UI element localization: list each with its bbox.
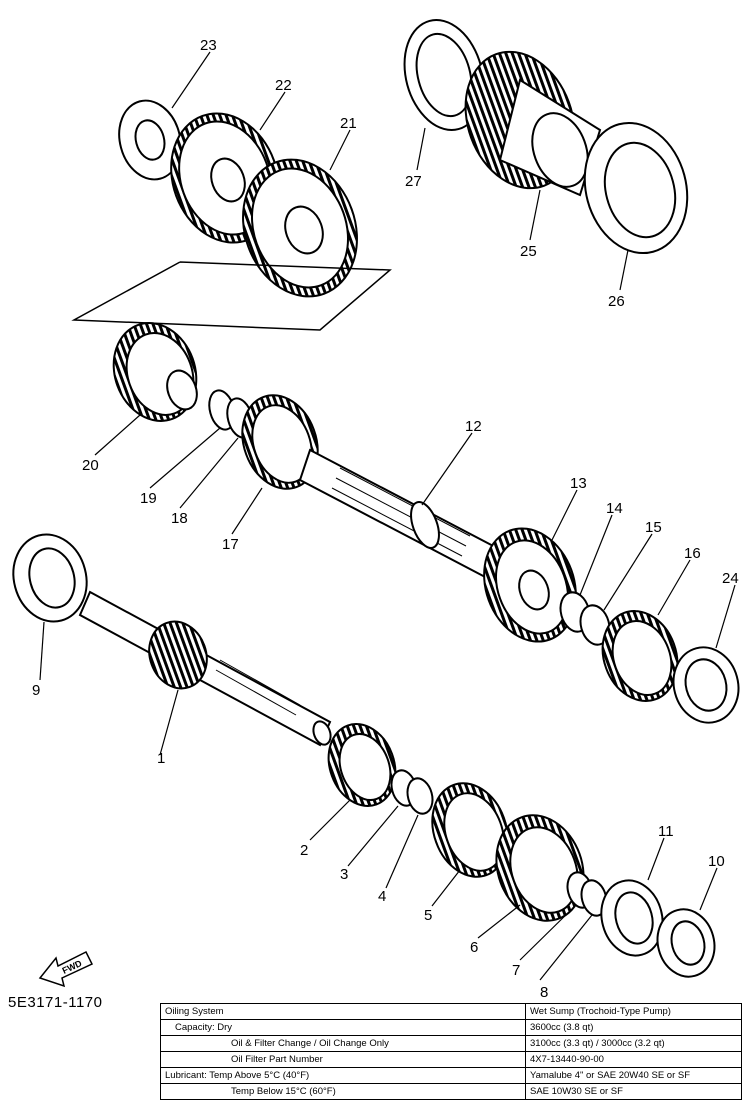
callout-12: 12 xyxy=(465,418,482,435)
gear-22 xyxy=(170,112,280,244)
circlip-4 xyxy=(406,777,434,815)
bearing-24 xyxy=(672,646,740,724)
spec-value: 3100cc (3.3 qt) / 3000cc (3.2 qt) xyxy=(525,1035,742,1052)
callout-15: 15 xyxy=(645,519,662,536)
callout-27: 27 xyxy=(405,173,422,190)
callout-1: 1 xyxy=(157,750,165,767)
callout-13: 13 xyxy=(570,475,587,492)
callout-10: 10 xyxy=(708,853,725,870)
gear-21 xyxy=(242,158,358,298)
callout-25: 25 xyxy=(520,243,537,260)
spec-value: 4X7-13440-90-00 xyxy=(525,1051,742,1068)
callout-3: 3 xyxy=(340,866,348,883)
gear-13 xyxy=(483,527,577,643)
main-axle-1 xyxy=(78,590,332,747)
callout-6: 6 xyxy=(470,939,478,956)
oil-seal-10 xyxy=(656,908,716,978)
callout-2: 2 xyxy=(300,842,308,859)
callout-5: 5 xyxy=(424,907,432,924)
diagram-code: 5E3171-1170 xyxy=(8,994,103,1011)
callout-24: 24 xyxy=(722,570,739,587)
table-row: Capacity: Dry 3600cc (3.8 qt) xyxy=(160,1019,742,1036)
spec-label: Temp Below 15°C (60°F) xyxy=(160,1083,526,1100)
leader-lines xyxy=(39,51,736,981)
spec-label: Oil Filter Part Number xyxy=(160,1051,526,1068)
callout-8: 8 xyxy=(540,984,548,1000)
transmission-exploded-diagram: 1 2 3 4 5 6 7 8 9 10 11 12 13 14 15 16 1… xyxy=(12,19,740,1000)
table-row: Lubricant: Temp Above 5°C (40°F) Yamalub… xyxy=(160,1067,742,1084)
callout-9: 9 xyxy=(32,682,40,699)
callout-7: 7 xyxy=(512,962,520,979)
bearing-26 xyxy=(583,121,689,255)
callout-20: 20 xyxy=(82,457,99,474)
spec-label: Oiling System xyxy=(160,1003,526,1020)
callout-11: 11 xyxy=(658,823,674,840)
spec-value: Wet Sump (Trochoid-Type Pump) xyxy=(525,1003,742,1020)
callout-22: 22 xyxy=(275,77,292,94)
spec-value: 3600cc (3.8 qt) xyxy=(525,1019,742,1036)
table-row: Oil & Filter Change / Oil Change Only 31… xyxy=(160,1035,742,1052)
gear-6 xyxy=(495,814,585,922)
gear-16 xyxy=(601,610,679,702)
spec-value: SAE 10W30 SE or SF xyxy=(525,1083,742,1100)
callout-19: 19 xyxy=(140,490,157,507)
fwd-arrow-icon xyxy=(38,950,94,988)
callout-16: 16 xyxy=(684,545,701,562)
spec-label: Oil & Filter Change / Oil Change Only xyxy=(160,1035,526,1052)
callout-26: 26 xyxy=(608,293,625,310)
spec-value: Yamalube 4" or SAE 20W40 SE or SF xyxy=(525,1067,742,1084)
callout-labels: 1 2 3 4 5 6 7 8 9 10 11 12 13 14 15 16 1… xyxy=(32,37,739,1000)
spec-label: Lubricant: Temp Above 5°C (40°F) xyxy=(160,1067,526,1084)
table-row: Oiling System Wet Sump (Trochoid-Type Pu… xyxy=(160,1003,742,1020)
oil-spec-table: Oiling System Wet Sump (Trochoid-Type Pu… xyxy=(160,1003,742,1100)
gear-25 xyxy=(464,50,602,197)
callout-14: 14 xyxy=(606,500,623,517)
gear-5 xyxy=(431,782,509,878)
bearing-27 xyxy=(403,19,485,131)
gear-20 xyxy=(112,322,198,422)
callout-4: 4 xyxy=(378,888,386,905)
bearing-11 xyxy=(600,879,664,957)
spec-label: Capacity: Dry xyxy=(160,1019,526,1036)
callout-18: 18 xyxy=(171,510,188,527)
gear-2 xyxy=(327,723,397,807)
callout-21: 21 xyxy=(340,115,357,132)
bearing-23 xyxy=(118,99,182,181)
gear-17 xyxy=(241,394,319,490)
bearing-9 xyxy=(12,533,88,623)
table-row: Oil Filter Part Number 4X7-13440-90-00 xyxy=(160,1051,742,1068)
callout-17: 17 xyxy=(222,536,239,553)
callout-23: 23 xyxy=(200,37,217,54)
table-row: Temp Below 15°C (60°F) SAE 10W30 SE or S… xyxy=(160,1083,742,1100)
circlip-15 xyxy=(579,604,611,646)
